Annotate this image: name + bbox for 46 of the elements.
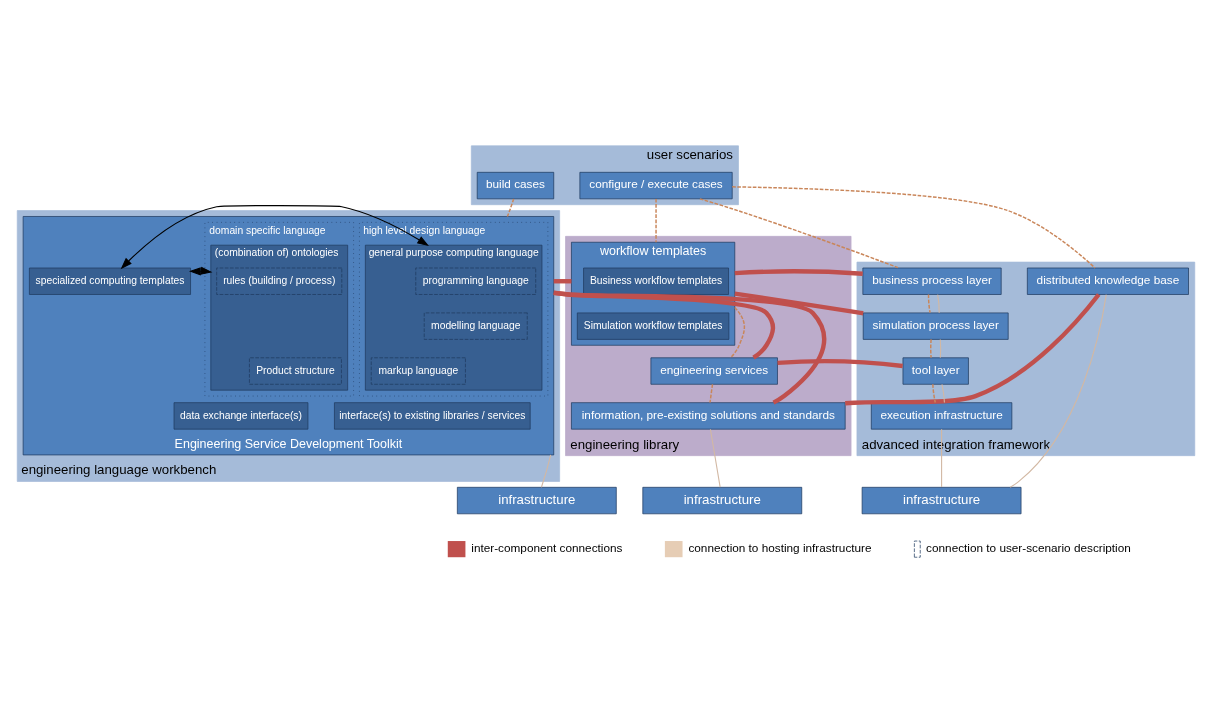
node-box: information, pre-existing solutions and standards xyxy=(571,402,846,430)
connector xyxy=(709,383,714,404)
node-box: engineering services xyxy=(650,357,778,385)
node-box: rules (building / process) xyxy=(216,267,343,295)
node-box: configure / execute cases xyxy=(579,171,733,200)
connector xyxy=(937,294,940,314)
node-box: infrastructure xyxy=(642,486,803,515)
connector xyxy=(930,338,932,359)
node-box: tool layer xyxy=(902,357,969,385)
connector xyxy=(941,428,943,488)
node-box: infrastructure xyxy=(456,486,617,515)
connector xyxy=(699,198,900,269)
node-box: markup language xyxy=(370,357,466,385)
node-box: Product structure xyxy=(249,357,342,385)
node-box: simulation process layer xyxy=(862,312,1009,340)
connector xyxy=(506,198,515,218)
node-box: business process layer xyxy=(862,267,1002,295)
arrow xyxy=(120,205,429,270)
connector xyxy=(845,293,1101,406)
connector xyxy=(729,306,746,359)
connector xyxy=(941,383,945,404)
node-box: programming language xyxy=(415,267,537,295)
legend-label: inter-component connections xyxy=(471,540,623,554)
node-box: data exchange interface(s) xyxy=(173,402,309,430)
connector xyxy=(932,383,937,404)
node-box: execution infrastructure xyxy=(870,402,1013,430)
connector xyxy=(734,269,863,276)
node-box: interface(s) to existing libraries / services xyxy=(334,402,531,430)
connector xyxy=(553,290,827,405)
connector xyxy=(731,186,1096,269)
node-box: distributed knowledge base xyxy=(1026,267,1189,295)
connector xyxy=(939,338,942,359)
node-box: Simulation workflow templates xyxy=(576,312,730,340)
legend-label: connection to user-scenario description xyxy=(926,540,1131,554)
node-box: build cases xyxy=(476,171,555,200)
connector xyxy=(655,198,657,243)
connector xyxy=(927,293,931,314)
node-box: specialized computing templates xyxy=(29,267,191,295)
node-box: modelling language xyxy=(423,312,528,340)
connector xyxy=(1009,294,1107,488)
connector xyxy=(709,428,721,488)
legend-label: connection to hosting infrastructure xyxy=(688,540,872,554)
connector xyxy=(777,358,903,369)
connector xyxy=(540,454,552,488)
node-box: Business workflow templates xyxy=(583,267,729,295)
node-box: infrastructure xyxy=(861,486,1022,515)
